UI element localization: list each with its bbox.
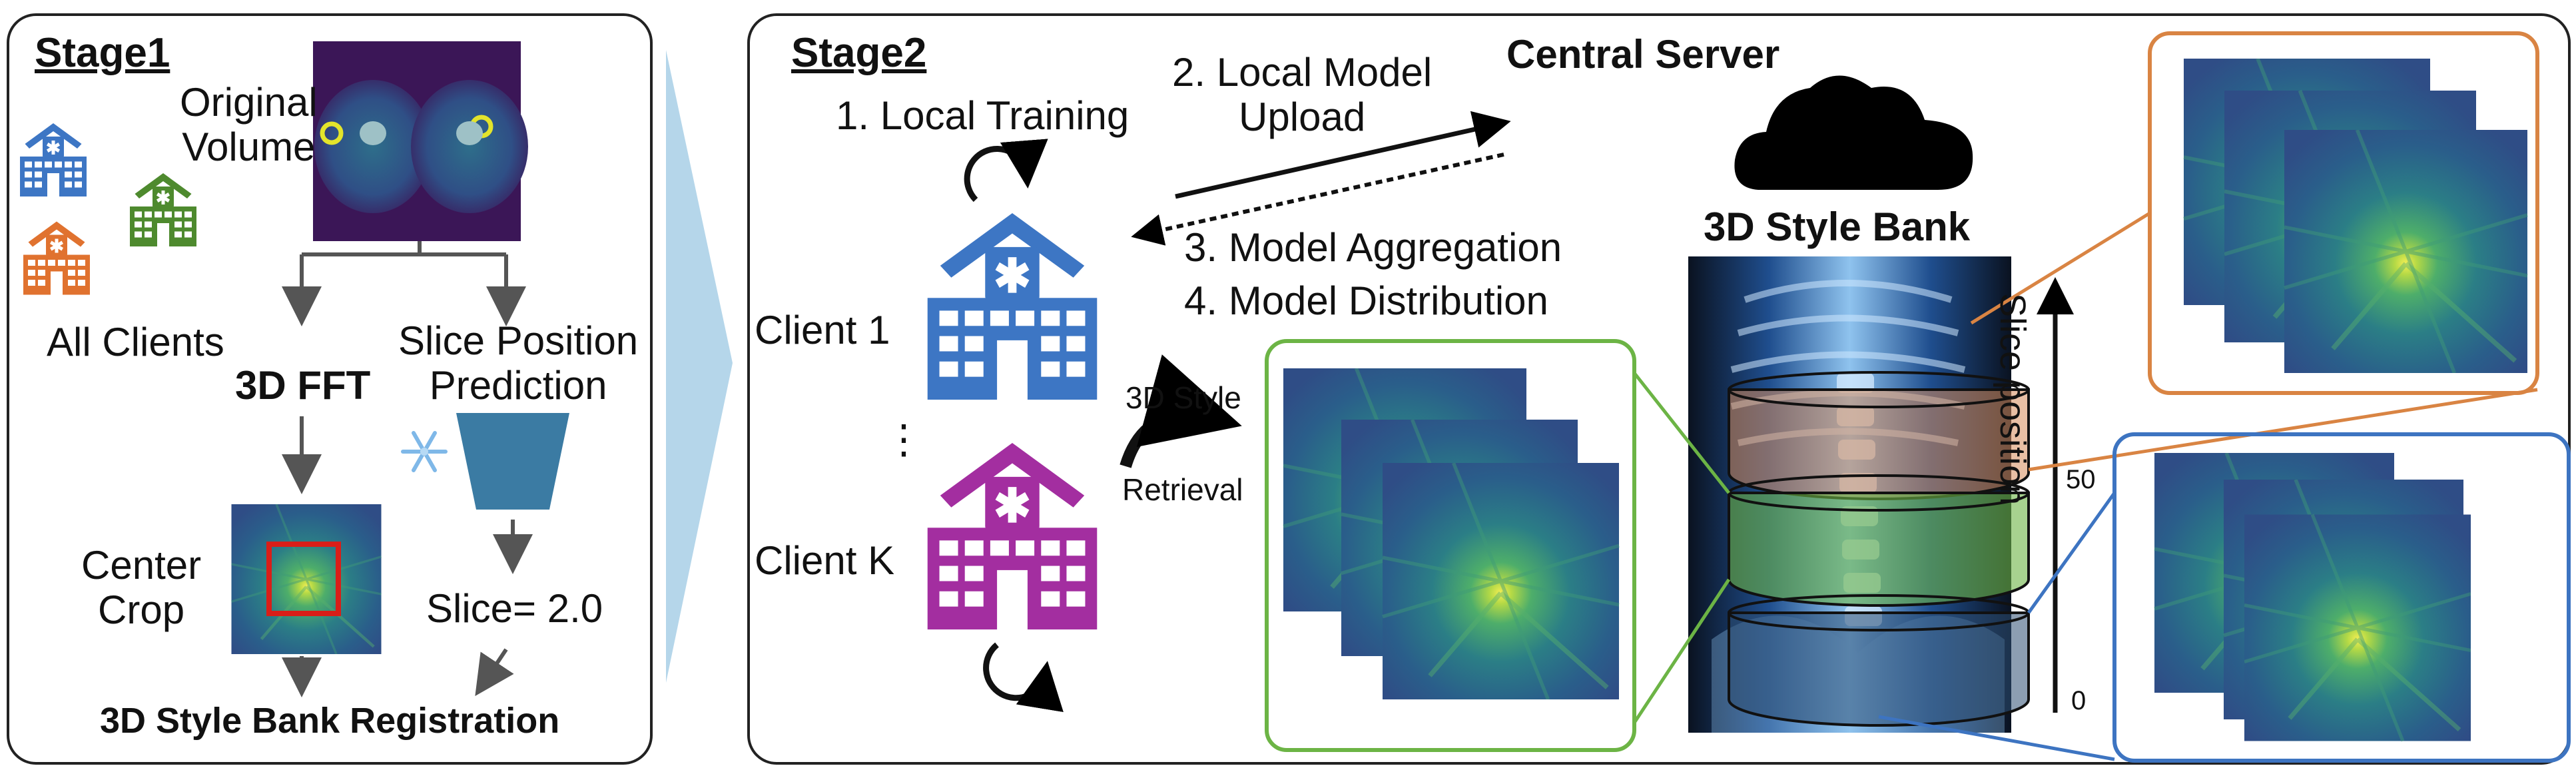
stage1-title: Stage1 (35, 30, 170, 76)
slice-value-label: Slice= 2.0 (426, 586, 603, 631)
ct-volume-image (313, 41, 528, 241)
stage2-title: Stage2 (791, 30, 927, 76)
axis-tick-50: 50 (2066, 465, 2096, 494)
style-retrieval-bottom-label: Retrieval (1122, 472, 1243, 507)
orange-style-stack (2184, 59, 2527, 373)
stage1-connectors (282, 241, 533, 697)
slice-axis-label: Slice position (1993, 293, 2033, 506)
fft-label: 3D FFT (235, 363, 371, 408)
refresh-arrow-icon (964, 139, 1048, 202)
client-1-label: Client 1 (755, 308, 890, 352)
upload-arrow (1175, 111, 1511, 199)
center-crop-box (266, 542, 341, 616)
local-training-label: 1. Local Training (836, 93, 1129, 138)
center-crop-label: Center Crop (81, 543, 202, 633)
axis-tick-0: 0 (2071, 686, 2087, 715)
blue-style-box (2112, 432, 2571, 763)
slice-predictor-network (456, 413, 569, 510)
style-retrieval-arrow (1120, 354, 1242, 468)
style-bank-slice-bands (1728, 371, 2030, 727)
green-connector-lines (1632, 372, 1731, 724)
style-bank-label: 3D Style Bank (1704, 204, 1971, 249)
client-k-label: Client K (755, 538, 895, 583)
blue-connector-lines (1878, 492, 2116, 761)
retrieved-style-box (1265, 339, 1636, 752)
registration-label: 3D Style Bank Registration (100, 701, 560, 741)
slice-prediction-label: Slice Position Prediction (398, 318, 639, 408)
distribution-arrow (1131, 153, 1504, 246)
style-retrieval-top-label: 3D Style (1126, 380, 1241, 415)
distribution-label: 4. Model Distribution (1184, 278, 1548, 323)
stage-transition-arrow (666, 50, 733, 683)
all-clients-label: All Clients (47, 320, 224, 364)
central-server-label: Central Server (1506, 32, 1780, 77)
snowflake-icon (401, 431, 448, 472)
original-volume-label: Original Volume (180, 80, 318, 170)
aggregation-label: 3. Model Aggregation (1184, 225, 1562, 270)
cloud-icon (1734, 75, 1973, 190)
refresh-arrow-icon (983, 642, 1064, 713)
local-upload-label: 2. Local Model Upload (1172, 50, 1433, 140)
client-ellipsis: ⋮ (884, 417, 924, 462)
fft-spectrum-image (232, 504, 382, 654)
